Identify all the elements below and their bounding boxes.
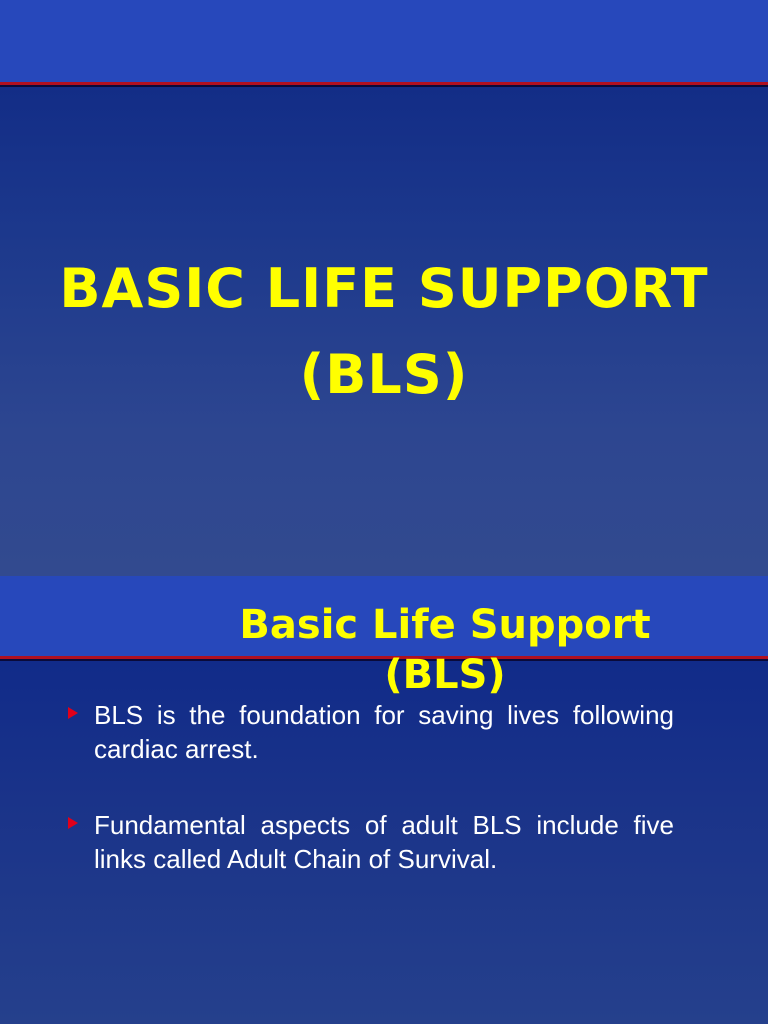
slide-header-band (0, 576, 768, 656)
bullet-text: Fundamental aspects of adult BLS include… (94, 810, 674, 874)
slide-heading: Basic Life Support (BLS) (160, 600, 730, 700)
slide-title: BASIC LIFE SUPPORT (BLS) (0, 246, 768, 418)
slide-title-line-2: (BLS) (299, 343, 469, 406)
red-triangle-bullet-icon (68, 817, 78, 829)
header-divider-red (0, 656, 768, 659)
header-divider-dark (0, 659, 768, 661)
slide-2: Basic Life Support (BLS) BLS is the foun… (0, 576, 768, 1024)
bullet-item: BLS is the foundation for saving lives f… (62, 698, 674, 766)
slide-header-band (0, 0, 768, 82)
bullet-text: BLS is the foundation for saving lives f… (94, 700, 674, 764)
header-divider-red (0, 82, 768, 85)
red-triangle-bullet-icon (68, 707, 78, 719)
bullet-list: BLS is the foundation for saving lives f… (62, 698, 674, 918)
slide-heading-line-2: (BLS) (384, 652, 506, 698)
slide-heading-line-1: Basic Life Support (239, 602, 651, 648)
slide-title-line-1: BASIC LIFE SUPPORT (59, 257, 709, 320)
bullet-item: Fundamental aspects of adult BLS include… (62, 808, 674, 876)
slide-1: BASIC LIFE SUPPORT (BLS) (0, 0, 768, 576)
header-divider-dark (0, 85, 768, 87)
